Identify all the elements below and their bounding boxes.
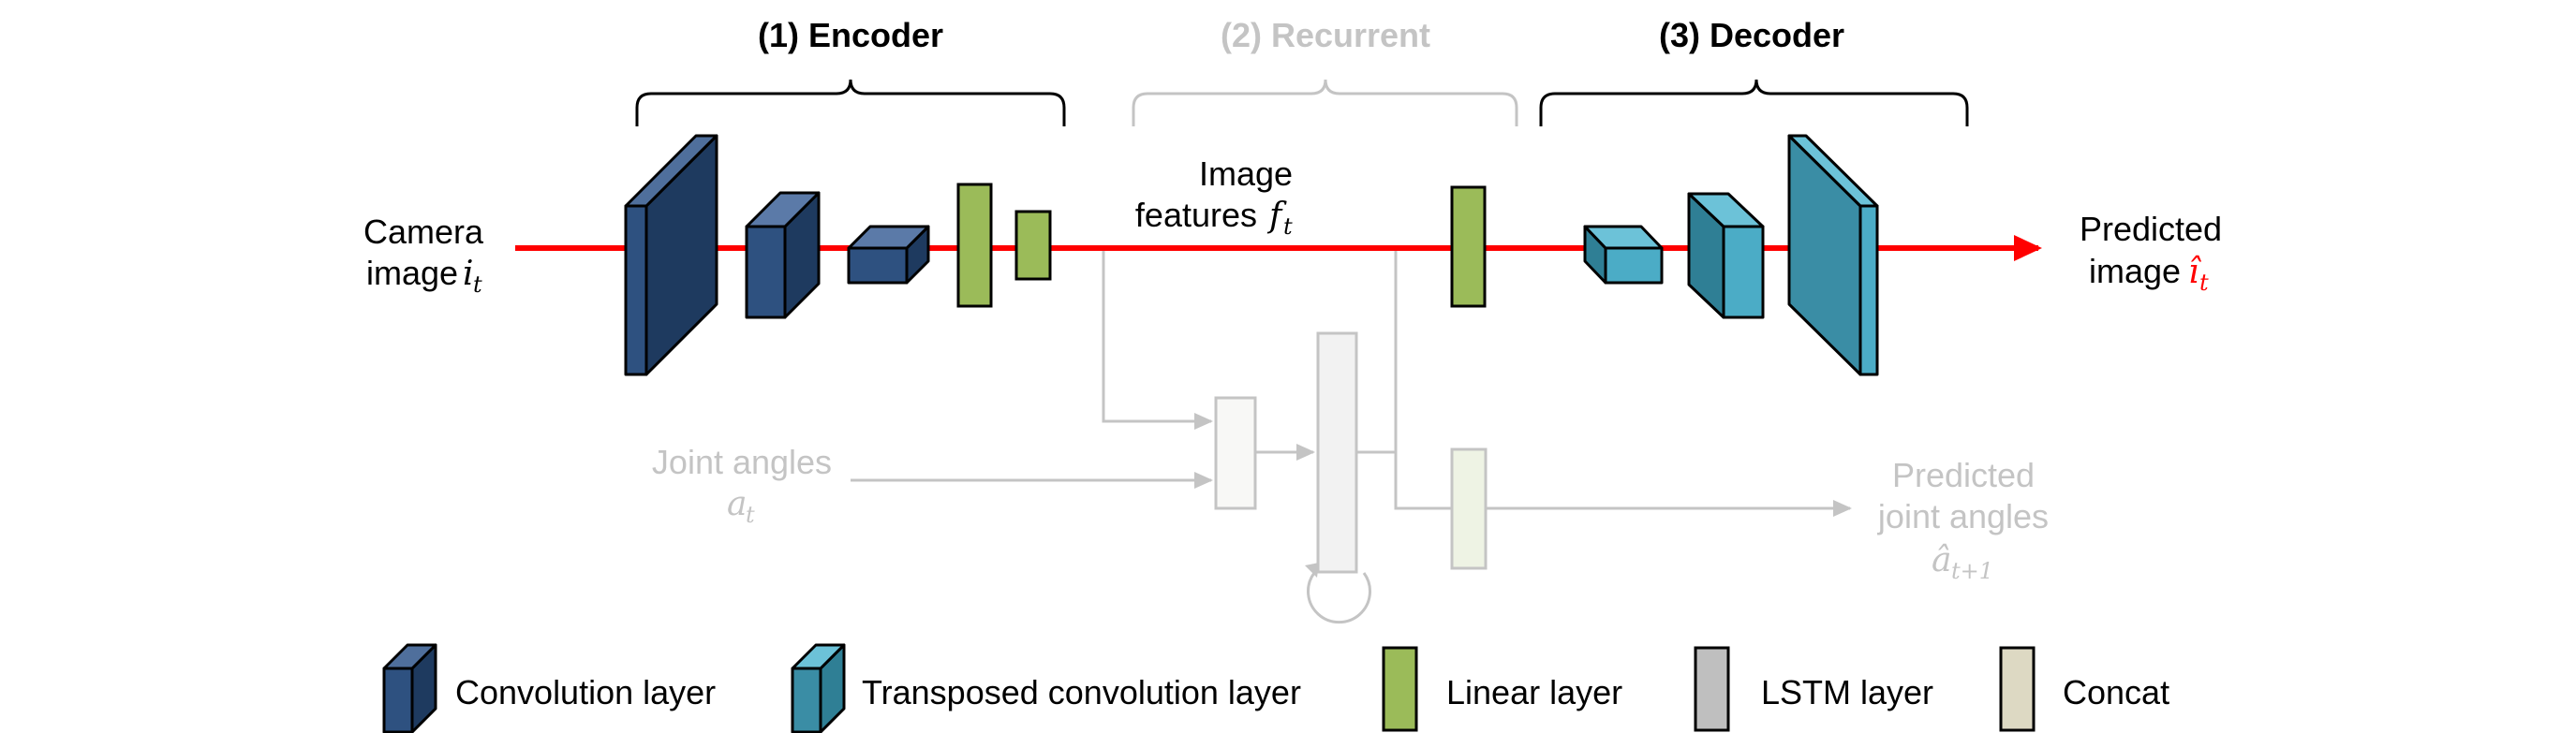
svg-text:t: t: [746, 502, 755, 528]
svg-text:Predicted: Predicted: [1892, 456, 2035, 494]
predicted-joint-angles-label: Predicted joint angles â t+1: [1877, 456, 2049, 584]
legend-tconv-icon: [791, 643, 846, 733]
encoder-brace: [635, 79, 1066, 126]
joint-angles-label: Joint angles a t: [652, 443, 832, 528]
encoder-linear-2: [1014, 210, 1052, 281]
legend-tconv-label: Transposed convolution layer: [862, 673, 1301, 711]
legend-linear-label: Linear layer: [1446, 673, 1622, 711]
lstm-block: [1316, 331, 1358, 574]
svg-text:t: t: [1283, 213, 1293, 240]
svg-text:â: â: [1932, 541, 1951, 579]
legend-concat-icon: [1999, 646, 2036, 732]
encoder-conv-1: [624, 134, 718, 376]
camera-image-label: Camera image i t: [363, 213, 484, 298]
lstm-to-linear-line: [1394, 452, 1451, 510]
loop-arrowhead: [1305, 563, 1319, 578]
encoder-linear-1: [956, 183, 993, 308]
legend-concat-label: Concat: [2063, 673, 2169, 711]
legend-linear-icon: [1382, 646, 1418, 732]
lstm-to-features-line: [1356, 248, 1398, 454]
svg-text:image: image: [2089, 252, 2181, 290]
legend: Convolution layer Transposed convolution…: [382, 643, 2169, 733]
decoder-tconv-1: [1583, 225, 1664, 285]
svg-text:t: t: [473, 271, 482, 298]
predicted-image-label: Predicted image î t: [2080, 210, 2222, 296]
concat-block: [1214, 396, 1257, 510]
svg-text:t: t: [2199, 270, 2209, 296]
arrow-right-icon: [2014, 235, 2042, 261]
svg-text:Predicted: Predicted: [2080, 210, 2222, 248]
loop-arrow-icon: [1307, 572, 1371, 624]
svg-text:Image: Image: [1199, 154, 1293, 193]
svg-text:Joint angles: Joint angles: [652, 443, 832, 481]
recurrent-linear-block: [1450, 447, 1488, 570]
svg-text:î: î: [2188, 253, 2202, 291]
legend-conv-icon: [382, 643, 437, 733]
encoder-conv-2: [745, 191, 821, 319]
encoder-conv-3: [847, 225, 930, 285]
svg-text:a: a: [727, 485, 747, 523]
decoder-tconv-2: [1687, 192, 1765, 319]
decoder-brace: [1539, 79, 1969, 126]
image-features-label: Image features f t: [1135, 154, 1293, 240]
legend-lstm-label: LSTM layer: [1761, 673, 1933, 711]
recurrent-brace: [1132, 79, 1518, 126]
encoder-title: (1) Encoder: [758, 16, 943, 54]
svg-text:features: features: [1135, 196, 1257, 234]
svg-text:i: i: [463, 255, 474, 293]
legend-lstm-icon: [1694, 646, 1730, 732]
features-to-concat-line: [1102, 248, 1213, 430]
recurrent-connectors: [851, 248, 1852, 517]
decoder-title: (3) Decoder: [1659, 16, 1844, 54]
recurrent-title: (2) Recurrent: [1221, 16, 1430, 54]
legend-conv-label: Convolution layer: [455, 673, 716, 711]
decoder-tconv-3: [1787, 134, 1879, 376]
svg-text:image: image: [366, 254, 458, 292]
svg-text:joint angles: joint angles: [1877, 497, 2049, 535]
svg-text:t+1: t+1: [1951, 558, 1993, 584]
decoder-linear: [1450, 185, 1487, 308]
svg-text:Camera: Camera: [363, 213, 484, 251]
